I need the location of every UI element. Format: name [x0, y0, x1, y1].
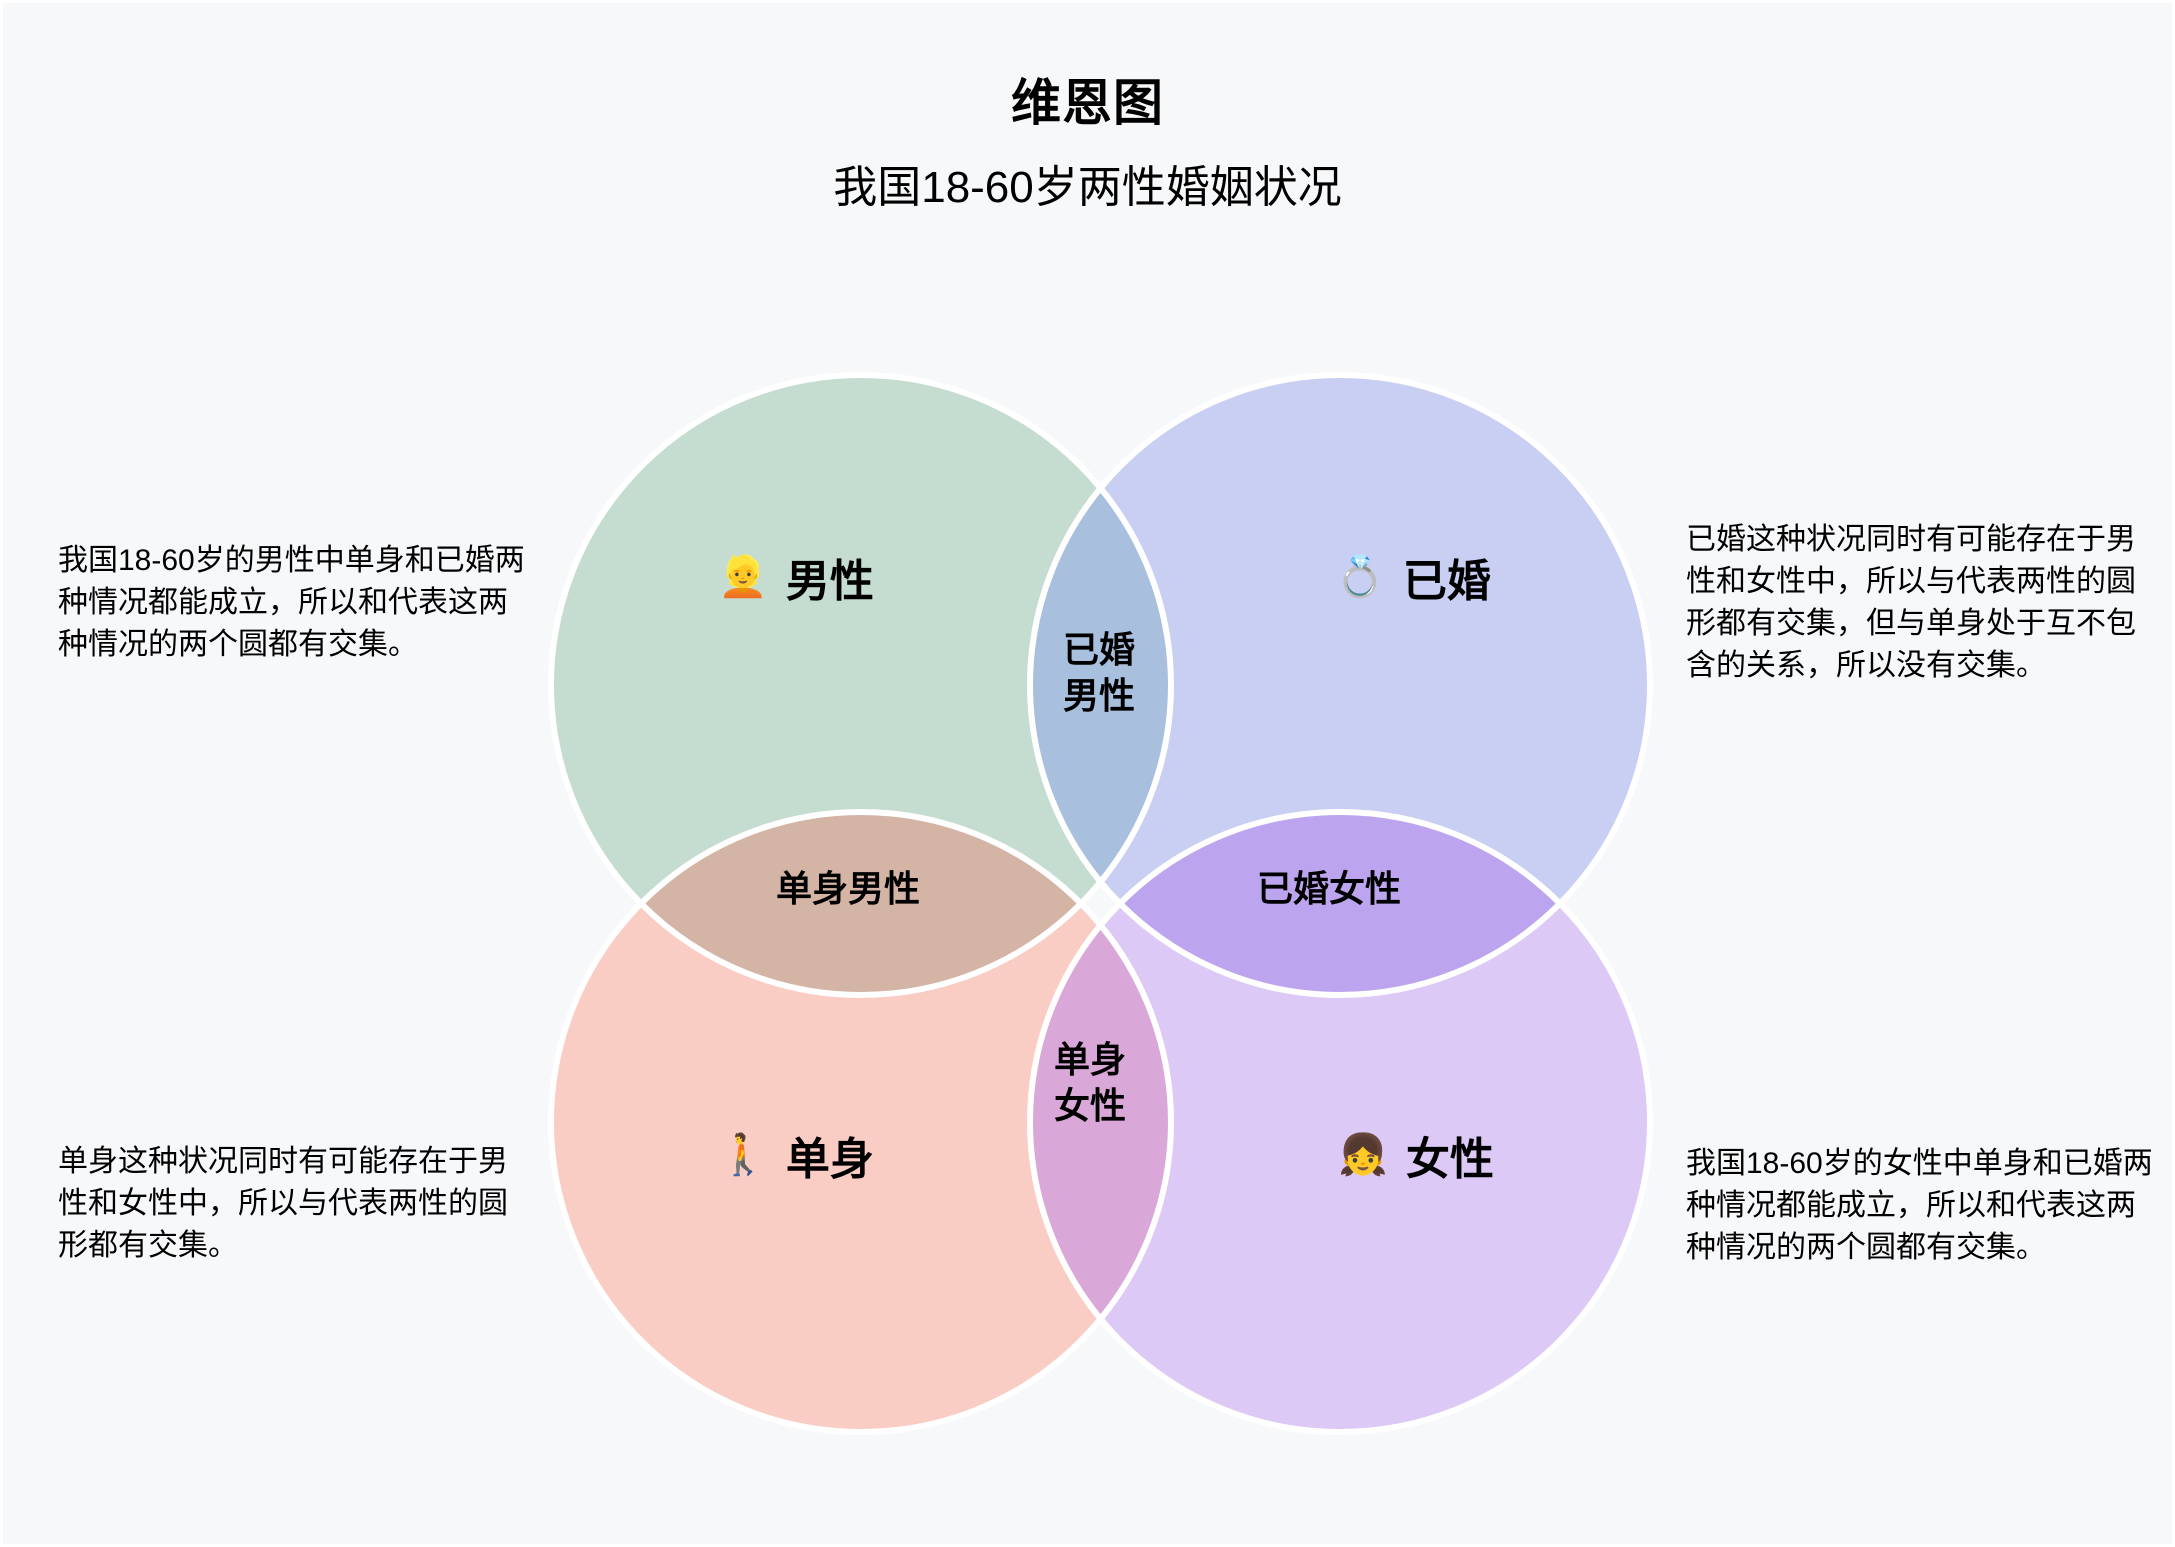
set-label-female-text: 女性: [1405, 1135, 1494, 1184]
set-label-male: 👱 男性: [718, 545, 874, 609]
circle-married: [1030, 375, 1650, 995]
set-label-single: 🚶 单身: [718, 1123, 874, 1187]
note-female: 我国18-60岁的女性中单身和已婚两 种情况都能成立，所以和代表这两 种情况的两…: [1686, 1147, 2153, 1264]
set-label-female: 👧 女性: [1338, 1123, 1494, 1187]
note-single: 单身这种状况同时有可能存在于男 性和女性中，所以与代表两性的圆 形都有交集。: [58, 1145, 508, 1262]
set-label-married: 💍 已婚: [1335, 545, 1491, 609]
page-subtitle: 我国18-60岁两性婚姻状况: [833, 163, 1342, 212]
male-emoji-icon: 👱: [718, 555, 768, 599]
circle-single-outline: [548, 809, 1174, 1435]
female-emoji-icon: 👧: [1338, 1133, 1388, 1177]
lens-label-married-female: 已婚女性: [1256, 868, 1402, 909]
lens-label-single-male: 单身男性: [775, 868, 921, 909]
circle-female-outline: [1027, 809, 1653, 1435]
lens-single-male: [641, 812, 1081, 995]
lens-label-married-male: 已婚 男性: [1062, 629, 1136, 716]
note-married: 已婚这种状况同时有可能存在于男 性和女性中，所以与代表两性的圆 形都有交集，但与…: [1686, 523, 2136, 682]
lens-married-female: [1120, 812, 1560, 995]
set-label-single-text: 单身: [785, 1135, 874, 1184]
walking-person-emoji-icon: 🚶: [718, 1133, 768, 1177]
note-male: 我国18-60岁的男性中单身和已婚两 种情况都能成立，所以和代表这两 种情况的两…: [58, 544, 525, 661]
page-title: 维恩图: [1011, 75, 1164, 131]
lens-single-female: [1030, 925, 1171, 1319]
set-label-married-text: 已婚: [1402, 557, 1491, 606]
circle-single: [551, 812, 1171, 1432]
lens-married-male: [1030, 488, 1171, 882]
venn-diagram-graphic: [548, 372, 1653, 1435]
set-label-male-text: 男性: [785, 557, 874, 606]
lens-label-single-female: 单身 女性: [1053, 1039, 1127, 1126]
circle-male-outline: [548, 372, 1174, 998]
circle-male: [551, 375, 1171, 995]
circle-married-outline: [1027, 372, 1653, 998]
circle-female: [1030, 812, 1650, 1432]
ring-emoji-icon: 💍: [1335, 555, 1385, 599]
